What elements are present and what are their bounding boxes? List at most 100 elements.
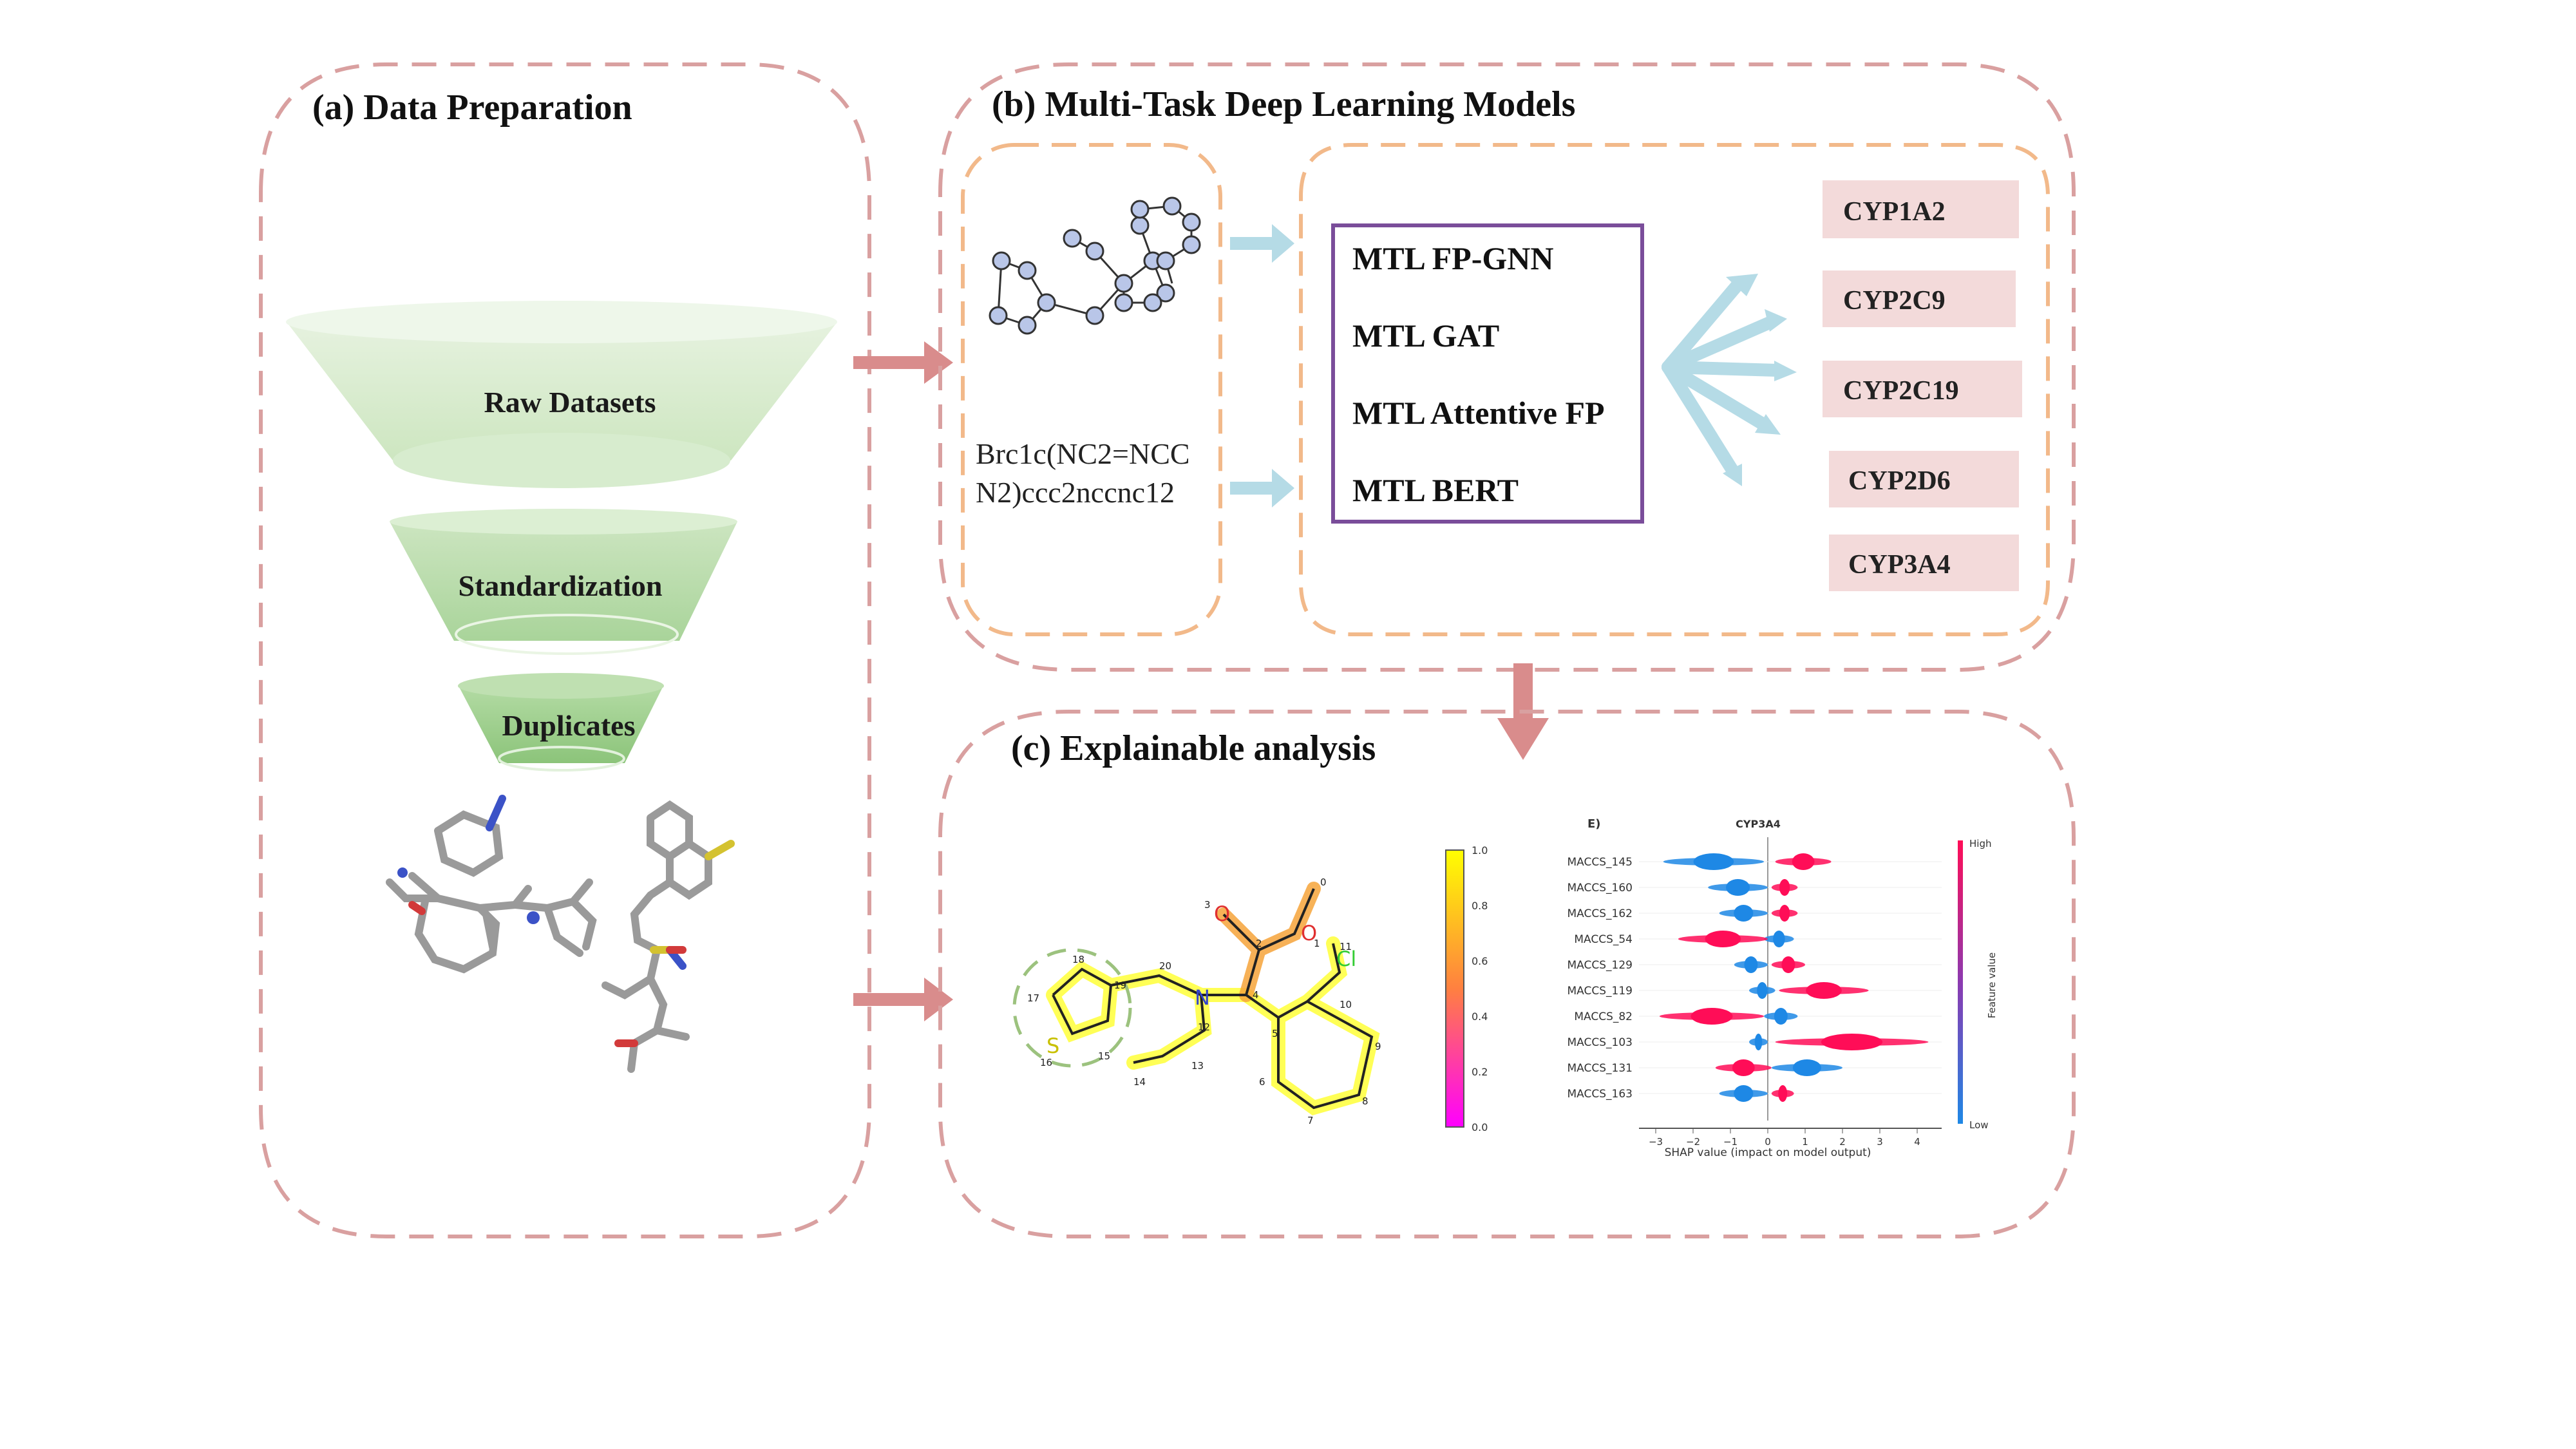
funnel-label-raw-datasets: Raw Datasets — [484, 386, 656, 419]
svg-text:0.8: 0.8 — [1472, 900, 1488, 912]
shap-swarm-core — [1690, 1008, 1733, 1025]
panel-c-border — [938, 710, 2076, 1238]
panel-a-border — [259, 62, 871, 1238]
svg-text:7: 7 — [1307, 1115, 1314, 1126]
shap-title: CYP3A4 — [1736, 818, 1781, 830]
shap-swarm-core — [1779, 879, 1790, 896]
shap-swarm-core — [1734, 1085, 1754, 1102]
svg-text:CYP2C19: CYP2C19 — [1843, 376, 1959, 406]
svg-text:0: 0 — [1320, 876, 1327, 888]
svg-text:Feature value: Feature value — [1986, 952, 1998, 1018]
svg-text:18: 18 — [1072, 954, 1084, 965]
svg-text:1: 1 — [1314, 938, 1320, 949]
attention-molecule: N O O Cl S 0 1 2 3 4 5 6 7 8 9 10 11 12 … — [1012, 876, 1381, 1126]
shap-swarm-core — [1773, 931, 1785, 947]
shap-swarm-core — [1821, 1034, 1883, 1050]
input-representation-box — [961, 143, 1222, 636]
target-cyp3a4: CYP3A4 — [1829, 535, 2019, 591]
shap-rows: MACCS_145MACCS_160MACCS_162MACCS_54MACCS… — [1567, 853, 1942, 1102]
svg-text:0.0: 0.0 — [1472, 1121, 1488, 1133]
svg-text:CYP1A2: CYP1A2 — [1843, 197, 1946, 227]
fan-arrowheads — [1723, 274, 1797, 486]
shap-swarm-core — [1779, 905, 1790, 922]
svg-text:8: 8 — [1362, 1095, 1368, 1107]
shap-x-tick-label: 2 — [1839, 1136, 1846, 1148]
svg-text:0.2: 0.2 — [1472, 1066, 1488, 1078]
model-mtl-gat: MTL GAT — [1352, 317, 1499, 354]
svg-text:CYP2D6: CYP2D6 — [1848, 466, 1951, 496]
shap-panel-letter: E) — [1587, 817, 1601, 831]
svg-text:0.6: 0.6 — [1472, 955, 1488, 967]
shap-feature-label: MACCS_103 — [1567, 1036, 1633, 1049]
svg-text:13: 13 — [1191, 1060, 1204, 1072]
smiles-line-2: N2)ccc2nccnc12 — [976, 476, 1175, 509]
svg-text:4: 4 — [1253, 989, 1259, 1001]
shap-swarm-core — [1732, 1059, 1755, 1076]
model-mtl-bert: MTL BERT — [1352, 472, 1519, 508]
panel-data-preparation: (a) Data Preparation Raw Datasets Standa… — [259, 62, 871, 1238]
shap-swarm-core — [1744, 956, 1758, 973]
shap-x-tick-label: 4 — [1914, 1136, 1920, 1148]
target-cyp1a2: CYP1A2 — [1823, 180, 2019, 238]
svg-text:6: 6 — [1259, 1076, 1265, 1088]
svg-text:19: 19 — [1114, 980, 1126, 991]
arrow-a-to-b — [853, 341, 953, 384]
shap-x-tick-label: −3 — [1649, 1136, 1663, 1148]
shap-feature-label: MACCS_129 — [1567, 959, 1633, 972]
svg-text:0.4: 0.4 — [1472, 1010, 1488, 1023]
svg-text:CYP2C9: CYP2C9 — [1843, 286, 1946, 316]
shap-swarm-core — [1705, 931, 1741, 947]
shap-swarm-core — [1806, 982, 1842, 999]
shap-feature-label: MACCS_160 — [1567, 882, 1633, 895]
shap-swarm-core — [1726, 879, 1750, 896]
funnel-label-standardization: Standardization — [459, 569, 663, 602]
svg-text:14: 14 — [1133, 1076, 1146, 1088]
panel-a-title: (a) Data Preparation — [312, 88, 632, 128]
svg-text:11: 11 — [1340, 941, 1352, 952]
shap-feature-colorbar — [1958, 840, 1963, 1124]
shap-swarm-core — [1792, 853, 1815, 870]
funnel-raw-datasets: Raw Datasets — [286, 301, 837, 488]
atom-label-o-2: O — [1301, 921, 1317, 945]
shap-swarm-core — [1757, 982, 1768, 999]
target-cyp2d6: CYP2D6 — [1829, 451, 2019, 507]
shap-x-axis-label: SHAP value (impact on model output) — [1665, 1146, 1871, 1159]
shap-x-tick-label: −2 — [1686, 1136, 1700, 1148]
svg-text:9: 9 — [1375, 1041, 1381, 1052]
fan-arrows — [1662, 277, 1784, 477]
svg-text:High: High — [1969, 838, 1991, 849]
atom-label-s: S — [1046, 1034, 1059, 1058]
shap-feature-label: MACCS_162 — [1567, 907, 1633, 920]
svg-text:12: 12 — [1198, 1021, 1210, 1033]
arrow-smiles-to-models — [1230, 469, 1294, 507]
atom-label-cl: Cl — [1336, 947, 1356, 971]
shap-feature-label: MACCS_119 — [1567, 985, 1633, 998]
model-list-box — [1331, 223, 1644, 524]
smiles-line-1: Brc1c(NC2=NCC — [976, 437, 1190, 470]
svg-text:Low: Low — [1969, 1119, 1989, 1131]
funnel-label-duplicates: Duplicates — [502, 709, 636, 742]
panel-b-border — [938, 62, 2076, 672]
funnel-standardization: Standardization — [390, 509, 737, 655]
arrow-graph-to-models — [1230, 224, 1294, 263]
shap-x-tick-label: −1 — [1723, 1136, 1738, 1148]
funnel-duplicates: Duplicates — [458, 673, 664, 772]
molecular-graph-icon — [989, 196, 1201, 335]
svg-text:1.0: 1.0 — [1472, 844, 1488, 857]
shap-swarm-core — [1693, 853, 1734, 870]
svg-text:5: 5 — [1272, 1028, 1278, 1039]
atom-numbers: 0 1 2 3 4 5 6 7 8 9 10 11 12 13 14 15 16… — [1027, 876, 1381, 1126]
shap-feature-label: MACCS_54 — [1574, 933, 1633, 946]
atom-label-o-1: O — [1214, 902, 1230, 926]
substructure-highlight-circle — [1012, 948, 1132, 1068]
models-outputs-box — [1299, 143, 2050, 636]
shap-feature-label: MACCS_145 — [1567, 856, 1633, 869]
shap-swarm-core — [1778, 1085, 1788, 1102]
shap-x-tick-label: 0 — [1765, 1136, 1771, 1148]
svg-text:17: 17 — [1027, 992, 1039, 1004]
molecule-3d-left — [386, 795, 597, 974]
target-cyp2c19: CYP2C19 — [1823, 361, 2022, 417]
svg-text:3: 3 — [1204, 899, 1211, 911]
